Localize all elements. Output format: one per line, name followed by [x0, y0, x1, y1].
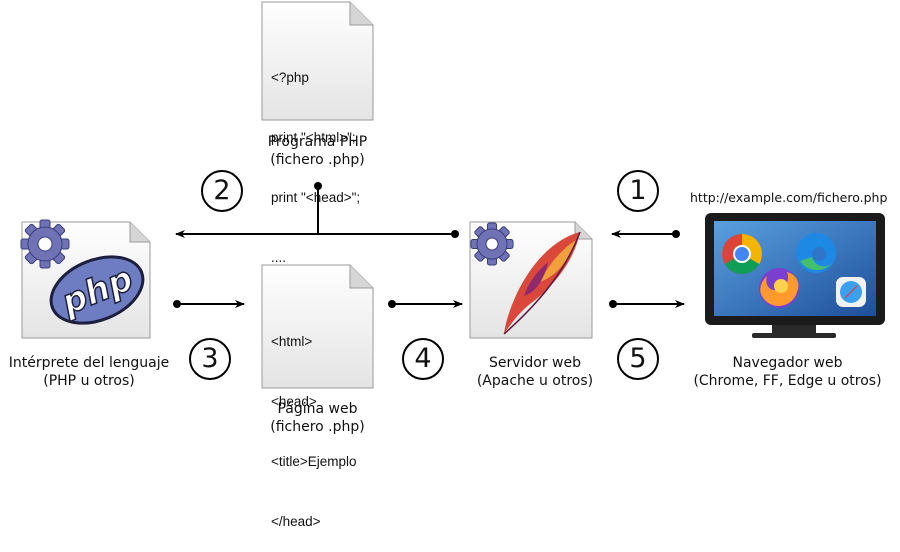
php-program-label-line1: Programa PHP [267, 134, 368, 150]
step-1-badge: 1 [617, 170, 659, 212]
browser-url: http://example.com/fichero.php [690, 190, 888, 205]
web-page-document [261, 264, 374, 389]
arrow-request-dot [672, 230, 680, 238]
web-page-label-line1: Página web [277, 401, 358, 417]
web-server-icon [469, 221, 593, 339]
web-server-label-line1: Servidor web [488, 355, 582, 371]
browser-monitor-icon [705, 213, 885, 338]
code-line: <html> [271, 334, 313, 349]
arrow-page-dot [388, 300, 396, 308]
gear-icon [20, 219, 70, 269]
step-2-badge: 2 [201, 170, 243, 212]
web-page-label-line2: (fichero .php) [270, 419, 365, 435]
browser-label: Navegador web (Chrome, FF, Edge u otros) [680, 354, 895, 390]
chrome-icon [722, 234, 762, 274]
step-4-badge: 4 [402, 338, 444, 380]
safari-icon [836, 277, 866, 307]
code-line: <head> [271, 394, 317, 409]
arrow-interpreter-dot [173, 300, 181, 308]
interpreter-label: Intérprete del lenguaje (PHP u otros) [0, 354, 178, 390]
browser-label-line2: (Chrome, FF, Edge u otros) [693, 373, 882, 389]
php-program-document [261, 1, 374, 121]
step-3-badge: 3 [189, 338, 231, 380]
php-program-label: Programa PHP (fichero .php) [230, 133, 405, 169]
firefox-icon [759, 268, 799, 308]
php-program-label-line2: (fichero .php) [270, 152, 365, 168]
code-line: <?php [271, 70, 309, 85]
php-program-code: <?php print "<html>"; print "<head>"; ..… [271, 28, 360, 288]
arrow-response-dot [609, 300, 617, 308]
interpreter-label-line1: Intérprete del lenguaje [8, 355, 170, 371]
program-connector-dot [314, 182, 322, 190]
gear-icon [470, 222, 514, 266]
arrow-server-dot [451, 230, 459, 238]
browser-label-line1: Navegador web [732, 355, 843, 371]
code-line: print "<head>"; [271, 190, 361, 205]
web-page-label: Página web (fichero .php) [230, 400, 405, 436]
web-server-label: Servidor web (Apache u otros) [455, 354, 615, 390]
code-line: .... [271, 250, 287, 265]
connectors [173, 182, 685, 308]
code-line: <title>Ejemplo [271, 454, 357, 469]
php-interpreter-icon: php [20, 219, 151, 339]
step-5-badge: 5 [617, 338, 659, 380]
code-line: print "<html>"; [271, 130, 356, 145]
diagram-canvas: php [20, 1, 885, 389]
web-server-label-line2: (Apache u otros) [476, 373, 594, 389]
code-line: </head> [271, 514, 321, 529]
edge-icon [796, 233, 836, 273]
apache-feather-icon [503, 231, 581, 335]
interpreter-label-line2: (PHP u otros) [43, 373, 135, 389]
